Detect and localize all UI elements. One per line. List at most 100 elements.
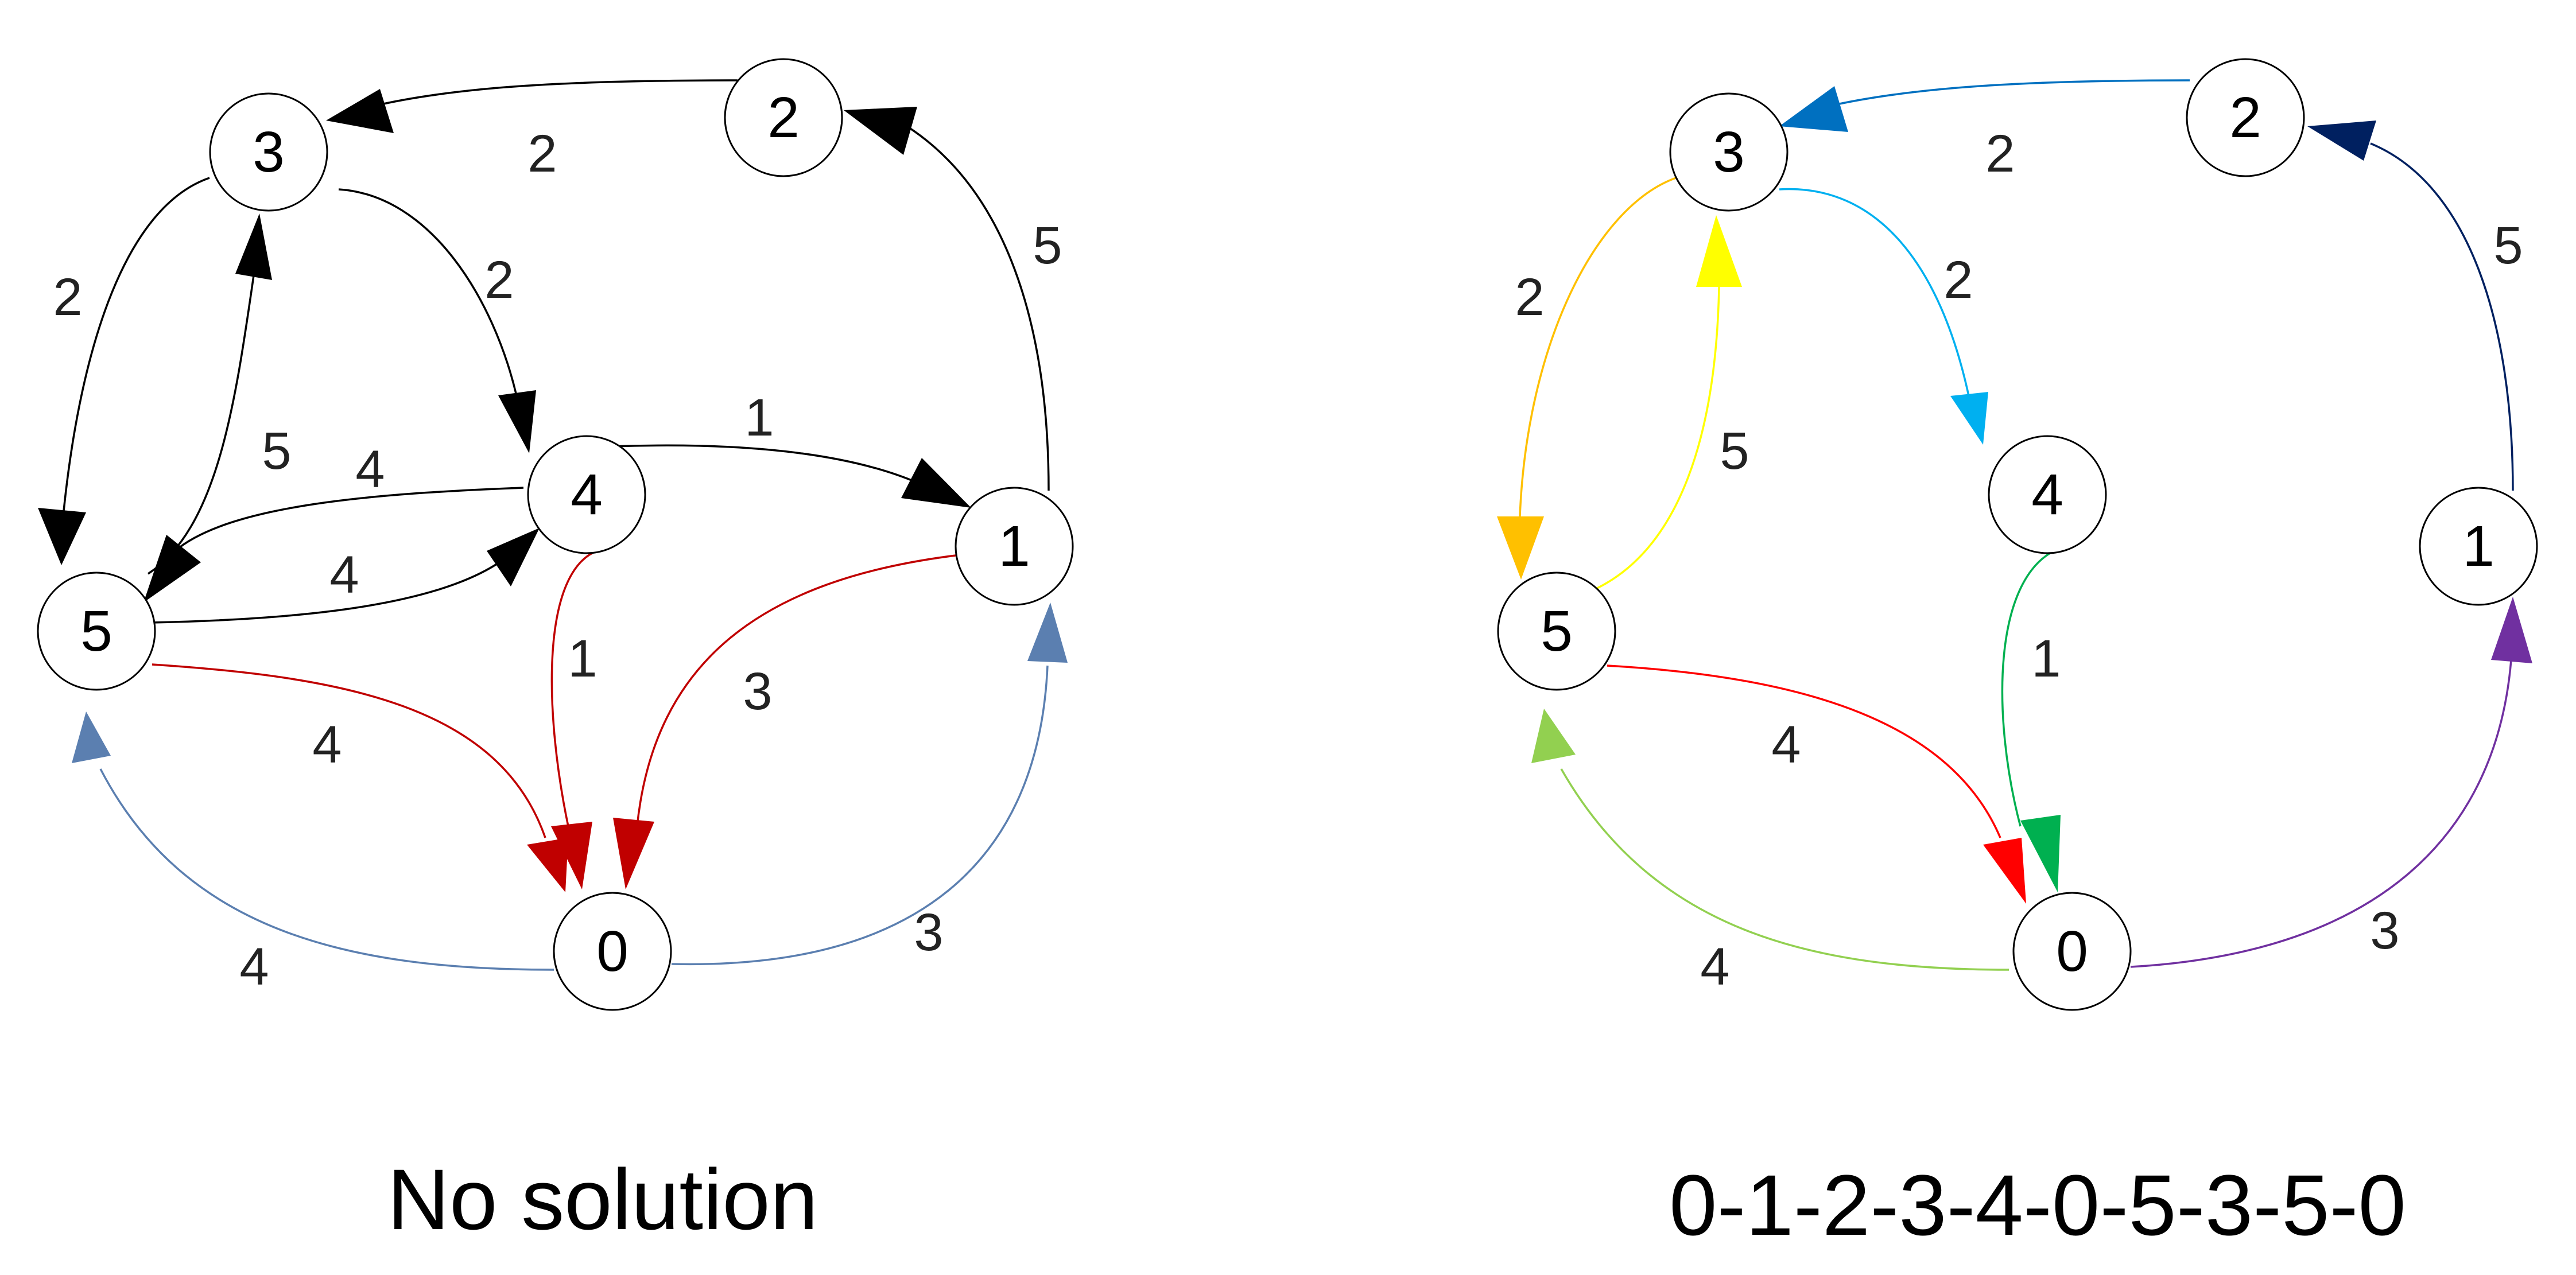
right-edge-0-1 <box>2130 659 2512 968</box>
right-edge-3-5 <box>1519 177 1677 517</box>
left-weight-3-4: 2 <box>484 251 514 309</box>
right-edges <box>1497 79 2532 971</box>
left-weight-1-2: 5 <box>1033 216 1062 275</box>
right-weight-0-5: 4 <box>1700 938 1729 996</box>
left-node-5-label: 5 <box>80 599 112 663</box>
left-diagram: 2 5 2 2 5 4 4 1 1 3 4 4 3 0 1 2 <box>37 58 1074 1247</box>
left-arrowhead-3-5 <box>38 508 86 565</box>
right-edge-3-4 <box>1779 188 1970 397</box>
left-arrowhead-1-0 <box>613 818 654 889</box>
right-edge-4-0 <box>2001 547 2061 827</box>
right-arrowhead-5-0 <box>1983 838 2026 904</box>
left-arrowhead-0-5 <box>72 712 111 763</box>
right-weight-5-0: 4 <box>1771 716 1801 774</box>
right-node-3-label: 3 <box>1713 120 1745 184</box>
right-edge-5-3 <box>1590 286 1720 592</box>
right-arrowhead-0-5 <box>1531 709 1576 763</box>
left-weight-5-3: 5 <box>262 422 291 480</box>
left-weight-0-5: 4 <box>239 938 269 996</box>
right-node-4-label: 4 <box>2031 462 2063 527</box>
right-weight-4-0: 1 <box>2031 629 2061 688</box>
right-nodes: 0 1 2 3 4 5 <box>1497 58 2538 1011</box>
left-arrowhead-2-3 <box>326 89 394 133</box>
right-arrowhead-1-2 <box>2307 120 2376 161</box>
left-node-0: 0 <box>553 892 672 1011</box>
left-weight-1-0: 3 <box>743 662 772 721</box>
right-node-5: 5 <box>1497 572 1616 691</box>
right-weight-0-1: 3 <box>2370 901 2399 960</box>
left-arrowhead-5-4 <box>487 528 540 586</box>
left-arrowhead-4-1 <box>901 458 971 508</box>
left-weight-3-5: 2 <box>53 268 82 326</box>
left-edge-0-5 <box>99 768 554 971</box>
right-node-0: 0 <box>2012 892 2132 1011</box>
right-weight-5-3: 5 <box>1720 422 1749 480</box>
right-edge-2-3 <box>1836 79 2190 106</box>
left-node-1-label: 1 <box>998 514 1030 578</box>
left-edge-4-5 <box>174 487 524 552</box>
left-arrowhead-0-1 <box>1027 602 1068 663</box>
left-weight-0-1: 3 <box>914 903 943 962</box>
left-arrowhead-4-5 <box>143 535 201 602</box>
left-arrowhead-5-3 <box>235 213 272 280</box>
right-node-3: 3 <box>1669 92 1789 212</box>
right-edge-1-2 <box>2370 142 2514 491</box>
left-node-3-label: 3 <box>253 120 285 184</box>
left-arrowhead-1-2 <box>844 107 917 155</box>
right-node-2: 2 <box>2186 58 2305 177</box>
left-edge-5-0 <box>152 663 546 838</box>
left-weight-5-4: 4 <box>329 546 359 604</box>
right-node-2-label: 2 <box>2229 85 2261 150</box>
left-weight-4-1: 1 <box>744 388 774 447</box>
right-node-5-label: 5 <box>1541 599 1573 663</box>
left-edge-3-5 <box>62 177 210 517</box>
right-arrowhead-0-1 <box>2491 597 2532 663</box>
right-weight-2-3: 2 <box>1985 125 2015 183</box>
left-weight-4-0: 1 <box>568 629 597 688</box>
left-edge-3-4 <box>338 188 518 397</box>
left-weight-4-5: 4 <box>355 440 385 499</box>
left-edge-1-0 <box>636 554 956 827</box>
left-node-1: 1 <box>955 487 1074 606</box>
right-weight-1-2: 5 <box>2493 216 2523 275</box>
right-arrowhead-5-3 <box>1696 215 1742 287</box>
left-weight-5-0: 4 <box>312 716 342 774</box>
right-arrowhead-3-5 <box>1497 516 1544 580</box>
left-arrowhead-4-0 <box>551 822 592 889</box>
right-node-0-label: 0 <box>2056 919 2088 984</box>
left-edge-1-2 <box>906 125 1050 491</box>
left-edges <box>38 79 1068 971</box>
left-node-4: 4 <box>527 435 646 554</box>
left-weight-labels: 2 5 2 2 5 4 4 1 1 3 4 4 3 <box>53 125 1062 996</box>
left-edge-4-0 <box>550 550 598 827</box>
right-edge-0-5 <box>1560 768 2009 971</box>
left-node-0-label: 0 <box>596 919 629 984</box>
left-edge-5-4 <box>150 561 500 624</box>
left-weight-2-3: 2 <box>527 125 557 183</box>
left-nodes: 0 1 2 3 4 5 <box>37 58 1074 1011</box>
right-node-1: 1 <box>2419 487 2538 606</box>
left-node-2-label: 2 <box>767 85 800 150</box>
left-node-2: 2 <box>724 58 843 177</box>
right-caption: 0-1-2-3-4-0-5-3-5-0 <box>1669 1157 2406 1253</box>
right-arrowhead-2-3 <box>1779 86 1848 132</box>
left-edge-0-1 <box>671 665 1049 966</box>
left-node-5: 5 <box>37 572 156 691</box>
right-arrowhead-3-4 <box>1950 392 1988 445</box>
left-node-3: 3 <box>209 92 328 212</box>
left-edge-2-3 <box>373 79 738 107</box>
right-node-4: 4 <box>1988 435 2107 554</box>
right-diagram: 3 5 2 2 1 4 5 2 4 0 1 2 <box>1497 58 2538 1253</box>
right-weight-labels: 3 5 2 2 1 4 5 2 4 <box>1515 125 2523 996</box>
left-edge-5-3 <box>148 275 255 575</box>
left-arrowhead-3-4 <box>498 390 536 453</box>
right-node-1-label: 1 <box>2462 514 2494 578</box>
right-edge-5-0 <box>1607 664 2001 838</box>
left-edge-4-1 <box>612 444 919 484</box>
right-weight-3-4: 2 <box>1943 251 1973 309</box>
left-node-4-label: 4 <box>571 462 603 527</box>
left-caption: No solution <box>387 1151 818 1247</box>
right-arrowhead-4-0 <box>2020 815 2061 892</box>
right-weight-3-5: 2 <box>1515 268 1544 326</box>
